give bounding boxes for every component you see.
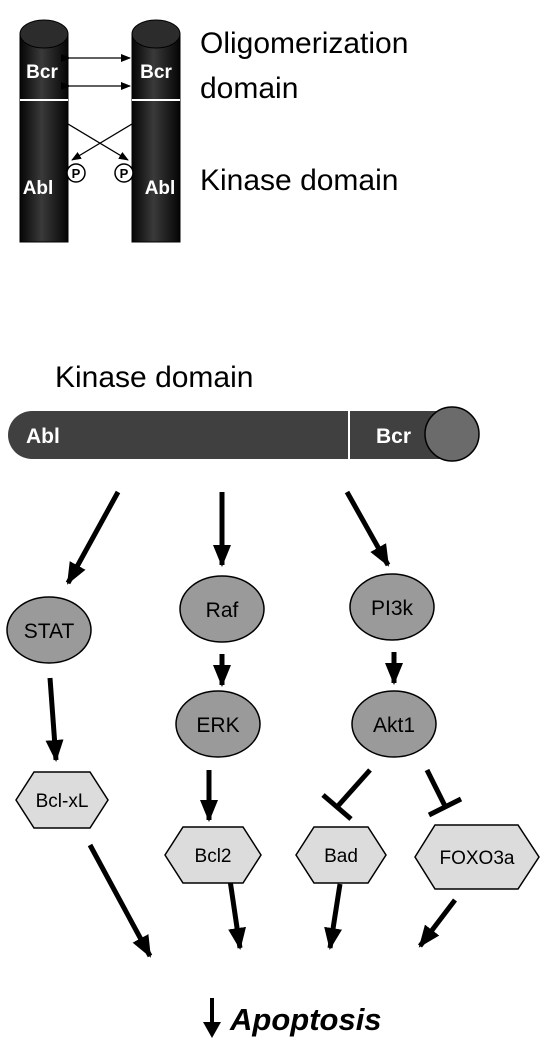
inhibition-lines [321, 768, 463, 821]
bclxl-label: Bcl-xL [36, 791, 89, 812]
left-phospho-label: P [72, 166, 81, 181]
erk-node: ERK [175, 690, 261, 758]
bcl2-label: Bcl2 [195, 846, 232, 867]
arrow-to-pi3k [344, 490, 391, 567]
right-phospho-label: P [120, 166, 129, 181]
bcr-abl-fusion-bar: Abl Bcr [8, 406, 480, 462]
arrow-bad-to-apoptosis [324, 883, 343, 950]
bcl2-node: Bcl2 [164, 826, 262, 884]
arrow-to-stat [65, 490, 121, 585]
top-panel: Bcr Abl P Bcr Abl P [19, 19, 408, 243]
stat-label: STAT [24, 620, 75, 643]
arrow-foxo3a-to-apoptosis [418, 898, 457, 948]
left-bcr-label: Bcr [26, 62, 58, 83]
down-arrow-icon: ↓ [203, 998, 221, 1038]
pi3k-label: PI3k [371, 597, 414, 620]
arrow-stat-to-bclxl [45, 677, 64, 762]
fusion-abl-label: Abl [26, 425, 60, 448]
inhibit-bad-line [335, 768, 372, 809]
oligomerization-label-line1: Oligomerization [200, 27, 408, 60]
stat-node: STAT [6, 596, 92, 664]
inhibit-foxo3a-line [424, 768, 448, 808]
oligomerization-label-line2: domain [200, 72, 298, 105]
right-phospho-icon: P [114, 163, 134, 183]
akt1-label: Akt1 [373, 714, 415, 737]
akt1-node: Akt1 [351, 690, 437, 758]
pi3k-node: PI3k [349, 573, 435, 641]
oligomerization-arrows [61, 54, 131, 90]
apoptosis-label: Apoptosis [229, 1002, 382, 1037]
raf-node: Raf [179, 575, 265, 643]
arrow-bclxl-to-apoptosis [87, 843, 153, 958]
inhibit-bad-bar [321, 793, 353, 821]
bcr-cap [424, 406, 480, 462]
bottom-panel: Kinase domain Abl Bcr [6, 361, 540, 1038]
kinase-domain-label-bottom: Kinase domain [55, 361, 253, 394]
inhibit-foxo3a-bar [427, 796, 463, 818]
signaling-arrows [45, 490, 457, 958]
foxo3a-node: FOXO3a [414, 824, 540, 890]
apoptosis-outcome: ↓ Apoptosis [203, 998, 382, 1038]
arrow-bcl2-to-apoptosis [227, 879, 246, 950]
bad-label: Bad [324, 846, 358, 867]
left-abl-label: Abl [23, 178, 54, 199]
foxo3a-label: FOXO3a [440, 848, 515, 869]
erk-label: ERK [196, 714, 239, 737]
left-bcr-abl-bar: Bcr Abl P [19, 19, 86, 243]
left-phospho-icon: P [66, 163, 86, 183]
right-bcr-label: Bcr [140, 62, 172, 83]
right-bcr-abl-bar: Bcr Abl P [114, 19, 181, 243]
trans-phosphorylation-arrows [67, 123, 133, 161]
right-abl-label: Abl [145, 178, 176, 199]
bclxl-node: Bcl-xL [15, 771, 109, 829]
raf-label: Raf [206, 599, 239, 622]
fusion-bcr-label: Bcr [376, 425, 411, 448]
bad-node: Bad [295, 826, 387, 884]
kinase-domain-label-top: Kinase domain [200, 164, 398, 197]
